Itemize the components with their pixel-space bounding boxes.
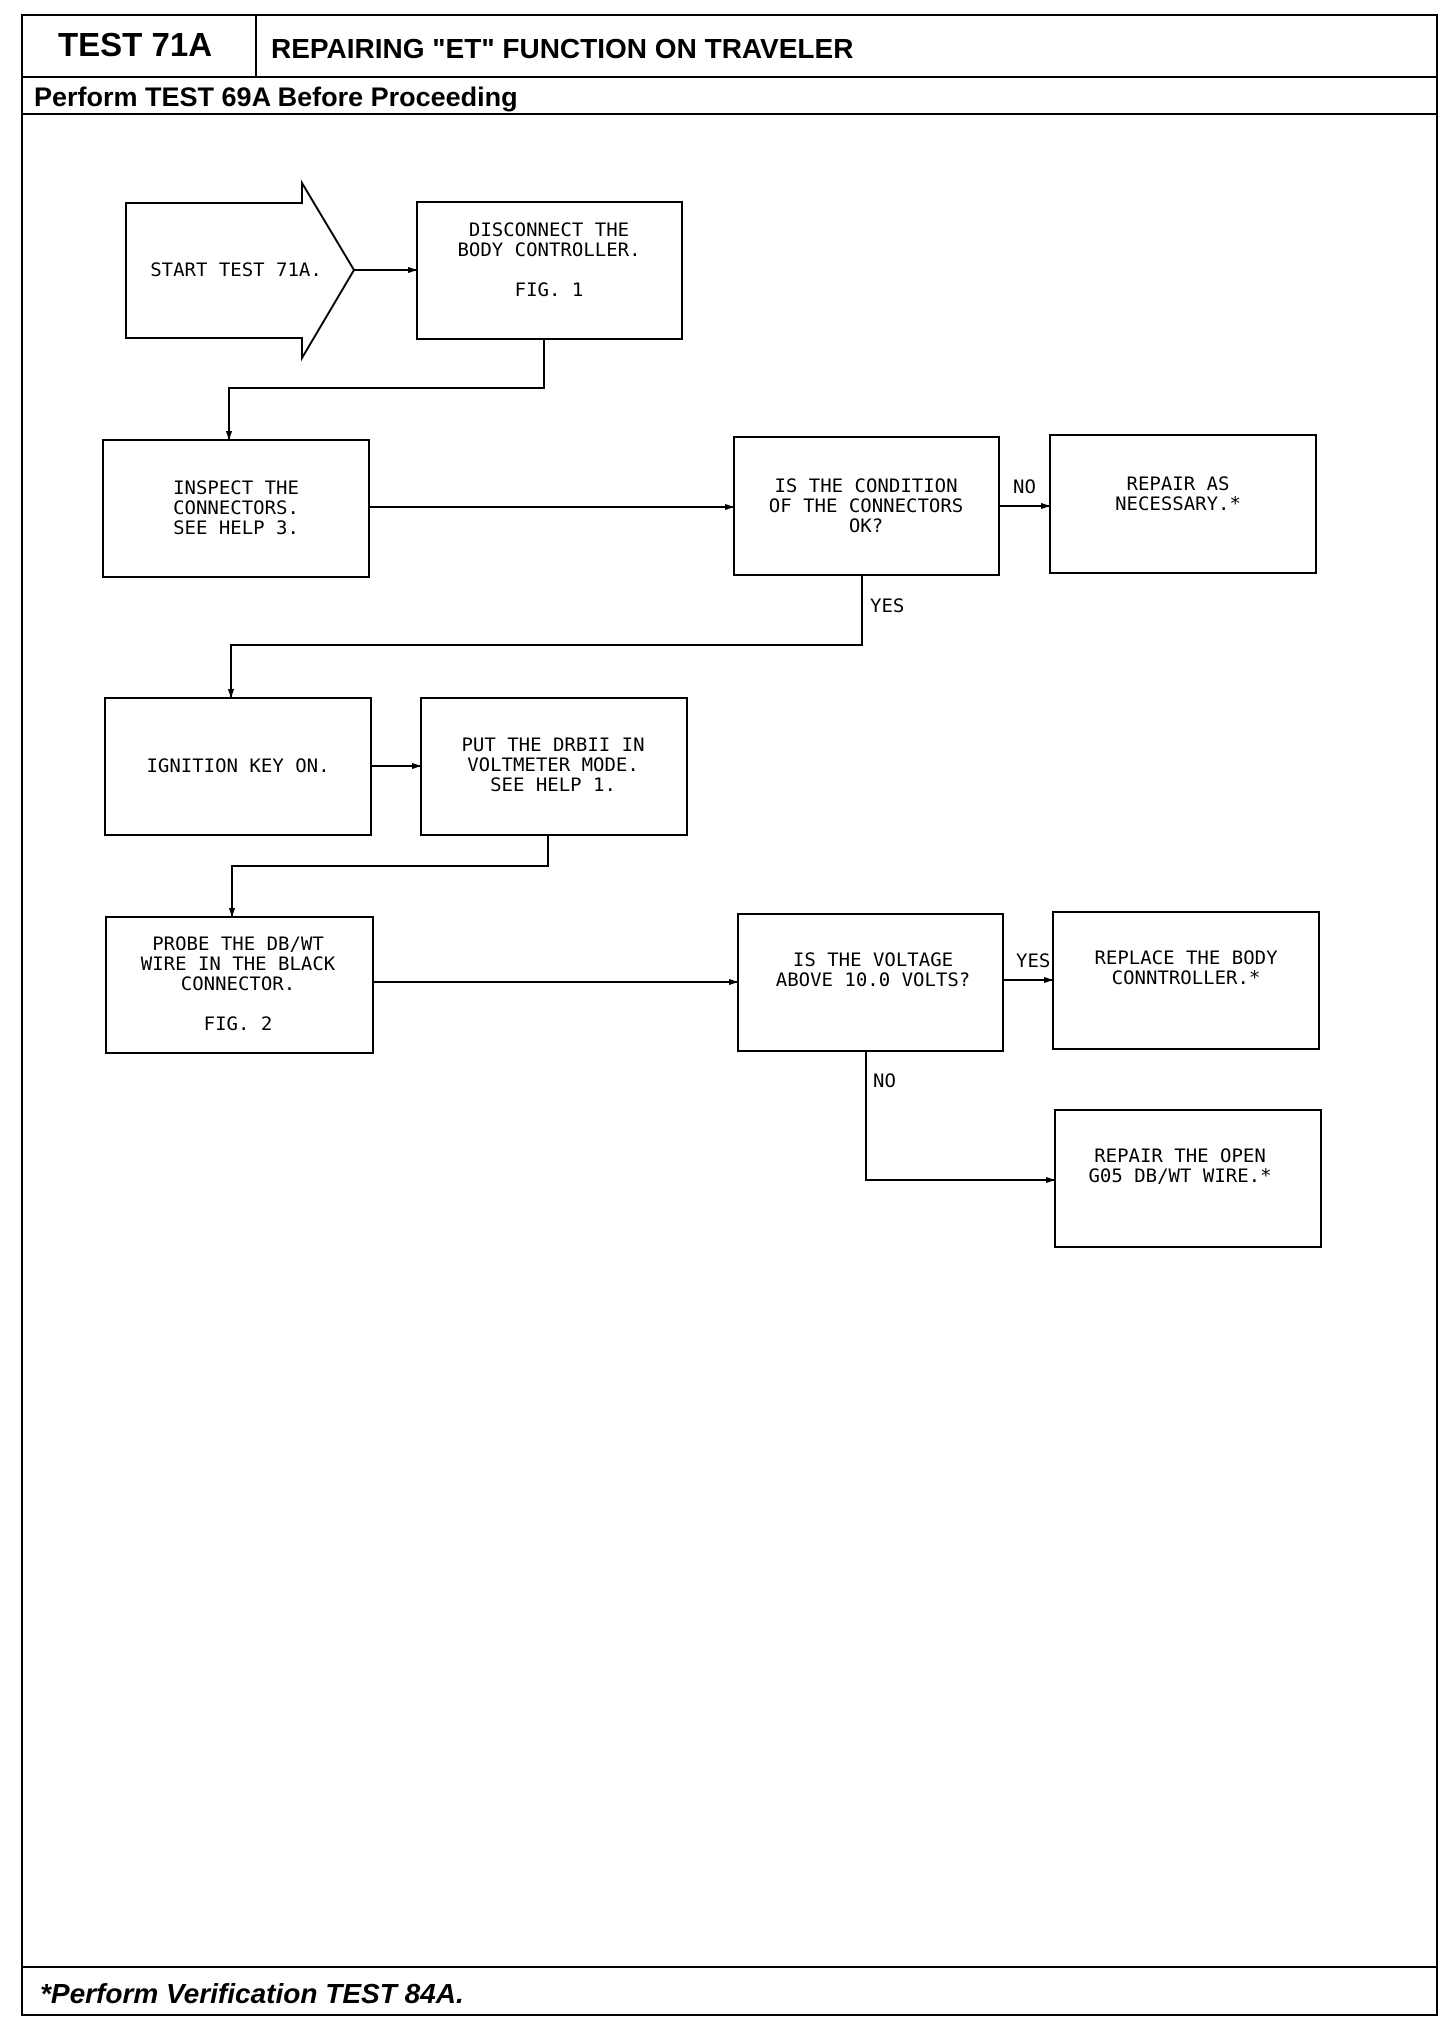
box-text-line: START TEST 71A.	[150, 259, 322, 281]
box-text-line: NECESSARY.*	[1115, 493, 1241, 515]
voltmeter-to-probe-arrow	[228, 835, 549, 917]
box-text-line: CONNTROLLER.*	[1112, 967, 1261, 989]
voltage-box	[737, 913, 1004, 1052]
condition-box	[733, 436, 1000, 576]
repair-open-box	[1054, 1109, 1322, 1248]
box-text-line: VOLTMETER MODE.	[467, 754, 639, 776]
start-text: START TEST 71A.	[150, 259, 322, 281]
inspect-box	[102, 439, 370, 578]
box-text-line: PROBE THE DB/WT	[152, 933, 324, 955]
box-text-line: WIRE IN THE BLACK	[141, 953, 336, 975]
box-text-line: REPLACE THE BODY	[1094, 947, 1278, 969]
subheader-divider	[21, 113, 1438, 115]
ignition-box	[104, 697, 372, 836]
no-label-condition: NO	[1013, 476, 1036, 498]
box-text-line: DISCONNECT THE	[469, 219, 629, 241]
voltage-to-repair-open-arrow	[865, 1051, 1055, 1184]
box-text-line: INSPECT THE	[173, 477, 299, 499]
box-text-line: FIG. 2	[204, 1013, 273, 1035]
box-text-line: IGNITION KEY ON.	[146, 755, 329, 777]
box-text-line: IS THE CONDITION	[774, 475, 957, 497]
box-text-line: FIG. 1	[515, 279, 584, 301]
box-text-line: SEE HELP 1.	[490, 774, 616, 796]
box-text-line: CONNECTOR.	[181, 973, 295, 995]
page-border	[21, 14, 1438, 2016]
no-label-voltage: NO	[873, 1070, 896, 1092]
replace-box	[1052, 911, 1320, 1050]
yes-label-voltage: YES	[1016, 950, 1050, 972]
repair-as-necessary-box	[1049, 434, 1317, 574]
ignition-text: IGNITION KEY ON.	[146, 755, 329, 777]
box-text-line: REPAIR THE OPEN	[1094, 1145, 1266, 1167]
footer-divider	[21, 1966, 1438, 1968]
yes-label-condition: YES	[870, 595, 904, 617]
box-text-line: CONNECTORS.	[173, 497, 299, 519]
box-text-line: ABOVE 10.0 VOLTS?	[776, 969, 970, 991]
box-text-line: IS THE VOLTAGE	[793, 949, 953, 971]
test-id: TEST 71A	[58, 26, 213, 63]
probe-box	[105, 916, 374, 1054]
box-text-line: BODY CONTROLLER.	[457, 239, 640, 261]
test-title: REPAIRING "ET" FUNCTION ON TRAVELER	[271, 33, 854, 64]
box-text-line: REPAIR AS	[1127, 473, 1230, 495]
box-text-line: G05 DB/WT WIRE.*	[1088, 1165, 1271, 1187]
condition-to-ignition-arrow	[227, 575, 863, 698]
box-text-line: PUT THE DRBII IN	[461, 734, 644, 756]
prerequisite-note: Perform TEST 69A Before Proceeding	[34, 82, 518, 112]
box-text-line: OK?	[849, 515, 883, 537]
disconnect-to-inspect-arrow	[225, 339, 545, 440]
start-arrow-shape	[125, 179, 356, 362]
box-text-line: OF THE CONNECTORS	[769, 495, 963, 517]
header-divider	[21, 76, 1438, 78]
box-text-line: SEE HELP 3.	[173, 517, 299, 539]
footer-note: *Perform Verification TEST 84A.	[40, 1978, 464, 2009]
